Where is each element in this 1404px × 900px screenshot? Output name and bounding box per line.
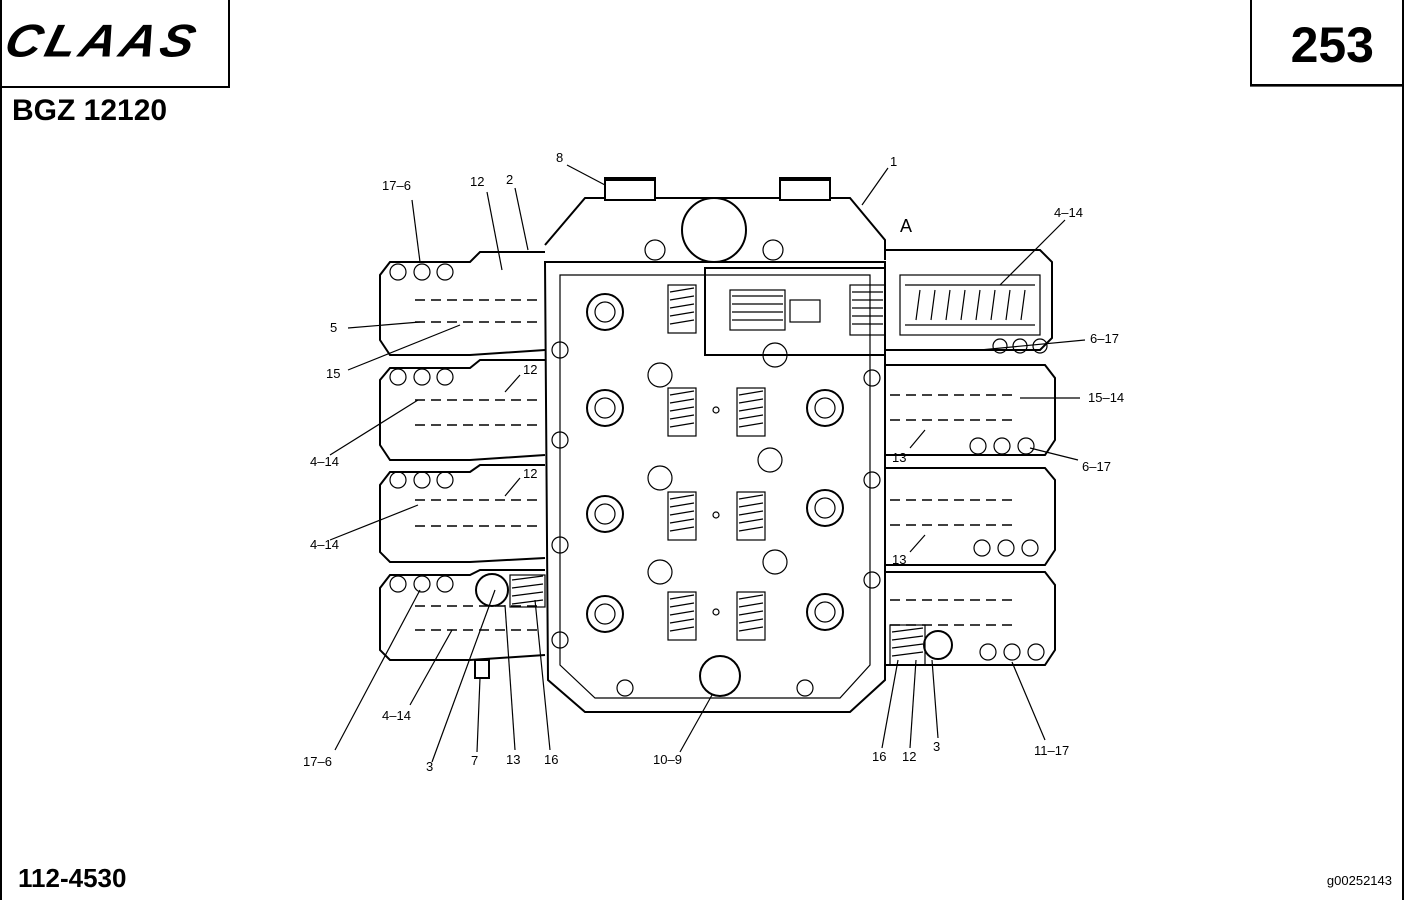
callout-16-left: 16	[544, 752, 558, 767]
callout-7: 7	[471, 753, 478, 768]
callout-10-9: 10–9	[653, 752, 682, 767]
callout-6-17-b: 6–17	[1082, 459, 1111, 474]
page-number: 253	[1290, 17, 1374, 73]
section-label-a: A	[900, 216, 912, 236]
callout-15: 15	[326, 366, 340, 381]
callout-8: 8	[556, 150, 563, 165]
callout-4-14-left2: 4–14	[310, 537, 339, 552]
plug-right	[779, 177, 831, 201]
callout-2: 2	[506, 172, 513, 187]
callout-3-right: 3	[933, 739, 940, 754]
right-control-caps	[885, 249, 1056, 666]
callout-15-14: 15–14	[1088, 390, 1124, 405]
left-control-caps	[379, 251, 546, 679]
plug-left	[604, 177, 656, 201]
brand-box: CLAAS	[0, 0, 230, 88]
page-box: 253	[1250, 0, 1404, 86]
callout-1: 1	[890, 154, 897, 169]
callout-13-b: 13	[892, 552, 906, 567]
screw-7	[474, 659, 490, 679]
leader-lines	[329, 164, 1086, 763]
callout-12-mid2: 12	[523, 466, 537, 481]
callout-17-6-bottom: 17–6	[303, 754, 332, 769]
callout-3-left: 3	[426, 759, 433, 774]
callout-13-a: 13	[892, 450, 906, 465]
valve-body	[543, 177, 886, 713]
callout-labels: 17–6 12 2 8 1 A 4–14 5 15 12 4–14 12 4–1…	[303, 150, 1124, 774]
callout-12-top: 12	[470, 174, 484, 189]
frame-left-border	[0, 0, 2, 900]
callout-12-right: 12	[902, 749, 916, 764]
callout-17-6-top: 17–6	[382, 178, 411, 193]
model-title: BGZ 12120	[12, 94, 168, 127]
top-port	[681, 197, 747, 263]
drawing-id: g00252143	[1326, 873, 1392, 888]
callout-4-14-left1: 4–14	[310, 454, 339, 469]
callout-11-17: 11–17	[1034, 743, 1069, 758]
part-number: 112-4530	[18, 863, 127, 893]
callout-16-right: 16	[872, 749, 886, 764]
callout-12-mid1: 12	[523, 362, 537, 377]
callout-5: 5	[330, 320, 337, 335]
callout-6-17-a: 6–17	[1090, 331, 1119, 346]
drain-plug	[699, 655, 741, 697]
callout-4-14-bottom: 4–14	[382, 708, 411, 723]
frame-right-border	[1402, 0, 1404, 900]
callout-4-14-top-right: 4–14	[1054, 205, 1083, 220]
callout-13-bottom: 13	[506, 752, 520, 767]
